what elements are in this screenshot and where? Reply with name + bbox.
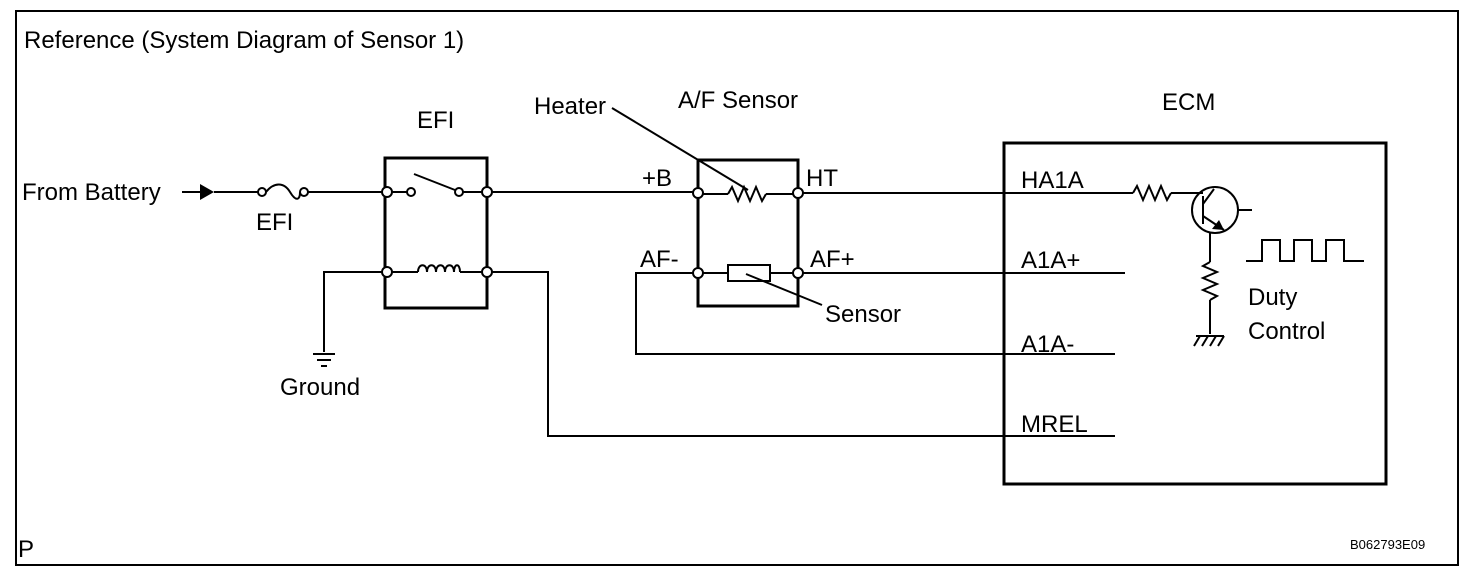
ecm-terminal-a1a-minus-label: A1A- xyxy=(1021,331,1074,358)
battery-arrow xyxy=(200,184,214,200)
ground-label: Ground xyxy=(280,374,360,401)
heater-label: Heater xyxy=(534,93,606,120)
mrel-wire xyxy=(492,271,1115,437)
duty-pulse-waveform xyxy=(1246,239,1364,262)
sensor-terminal xyxy=(692,187,704,199)
efi-fuse-symbol xyxy=(257,183,309,200)
efi-relay-box xyxy=(383,156,489,310)
sensor-terminal xyxy=(792,267,804,279)
relay-switch-symbol xyxy=(389,173,483,197)
ecm-terminal-ha1a-label: HA1A xyxy=(1021,167,1084,194)
af-minus-wire xyxy=(635,272,1115,355)
ecm-terminal-mrel-label: MREL xyxy=(1021,411,1088,438)
relay-terminal xyxy=(381,266,393,278)
relay-coil-symbol xyxy=(392,264,482,273)
efi-relay-label: EFI xyxy=(417,107,454,134)
pull-down-resistor-symbol xyxy=(1200,232,1220,334)
duty-control-label-line2: Control xyxy=(1248,318,1325,345)
chassis-ground-symbol xyxy=(1193,335,1225,347)
relay-terminal xyxy=(481,186,493,198)
sensor-element-symbol xyxy=(703,264,793,282)
relay-terminal xyxy=(481,266,493,278)
transistor-symbol xyxy=(1191,186,1252,234)
sensor-terminal xyxy=(692,267,704,279)
ground-symbol xyxy=(313,353,335,367)
diagram-title: Reference (System Diagram of Sensor 1) xyxy=(24,27,464,54)
from-battery-label: From Battery xyxy=(22,179,161,206)
heater-resistor-symbol xyxy=(703,184,793,204)
ecm-label: ECM xyxy=(1162,89,1215,116)
corner-letter: P xyxy=(18,536,34,563)
sensor-terminal xyxy=(792,187,804,199)
af-sensor-box xyxy=(696,158,800,308)
ecm-terminal-a1a-plus-label: A1A+ xyxy=(1021,247,1080,274)
terminal-af-minus-label: AF- xyxy=(640,246,679,273)
terminal-af-plus-label: AF+ xyxy=(810,246,855,273)
af-sensor-label: A/F Sensor xyxy=(678,87,798,114)
relay-ground-wire xyxy=(323,271,382,352)
duty-control-label-line1: Duty xyxy=(1248,284,1297,311)
sensor-leader-line xyxy=(745,273,823,306)
heater-leader-line xyxy=(611,107,749,191)
ecm-resistor-symbol xyxy=(1132,183,1203,203)
terminal-ht-label: HT xyxy=(806,165,838,192)
sensor-label: Sensor xyxy=(825,301,901,328)
ecm-box xyxy=(1002,141,1388,486)
efi-fuse-label: EFI xyxy=(256,209,293,236)
outer-frame xyxy=(15,10,1459,566)
relay-terminal xyxy=(381,186,393,198)
terminal-plus-b-label: +B xyxy=(642,165,672,192)
figure-code: B062793E09 xyxy=(1350,537,1425,552)
